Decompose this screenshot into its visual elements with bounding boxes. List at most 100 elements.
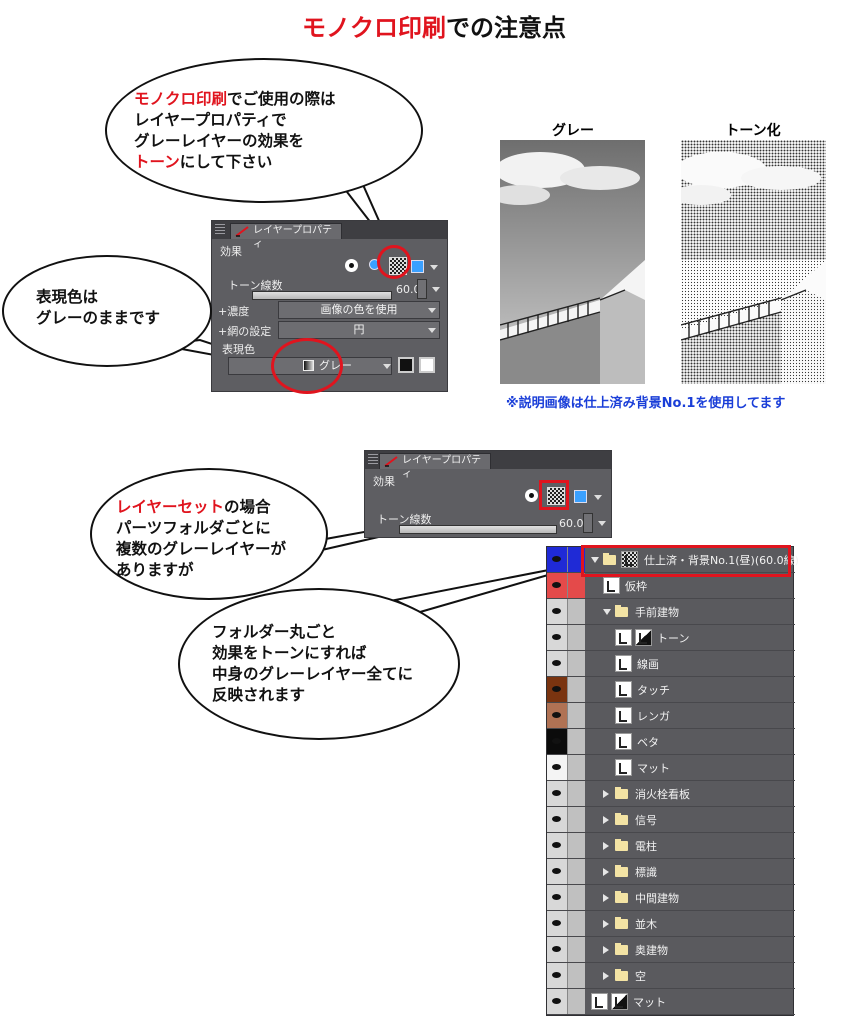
layer-color-cell[interactable]	[567, 703, 585, 728]
bubble4-line4: 反映されます	[212, 686, 306, 704]
effect-none-radio-2[interactable]	[525, 489, 538, 502]
layer-name: 奥建物	[635, 944, 668, 957]
tone-lines-dropdown-arrow-2[interactable]	[598, 521, 606, 526]
bubble1-line4: トーンにして下さい	[134, 153, 273, 171]
color-dropdown-arrow[interactable]	[383, 364, 391, 369]
layer-row[interactable]: 手前建物	[547, 599, 795, 625]
expand-right-icon[interactable]	[603, 946, 609, 954]
black-swatch[interactable]	[398, 357, 414, 373]
eye-icon[interactable]	[547, 547, 567, 572]
effect-none-radio[interactable]	[345, 259, 358, 272]
expand-right-icon[interactable]	[603, 868, 609, 876]
effect-dropdown-arrow-2[interactable]	[594, 495, 602, 500]
tone-lines-slider[interactable]	[252, 291, 392, 300]
layer-color-cell[interactable]	[567, 625, 585, 650]
expand-down-icon[interactable]	[591, 557, 599, 563]
layer-color-cell[interactable]	[567, 651, 585, 676]
layer-row[interactable]: マット	[547, 755, 795, 781]
eye-icon[interactable]	[547, 781, 567, 806]
panel2-tabbar: レイヤープロパティ	[365, 451, 611, 480]
tone-effect-button-2[interactable]	[547, 487, 565, 505]
expand-down-icon[interactable]	[603, 609, 611, 615]
highlight-tone-button-box	[539, 480, 569, 510]
layer-color-cell[interactable]	[567, 989, 585, 1014]
layer-name: マット	[637, 762, 670, 775]
layer-row[interactable]: 仮枠	[547, 573, 795, 599]
layer-color-cell[interactable]	[567, 807, 585, 832]
eye-icon[interactable]	[547, 625, 567, 650]
layer-row[interactable]: 電柱	[547, 833, 795, 859]
eye-icon[interactable]	[547, 755, 567, 780]
eye-icon[interactable]	[547, 703, 567, 728]
layer-row[interactable]: タッチ	[547, 677, 795, 703]
tab-layer-property-2[interactable]: レイヤープロパティ	[379, 453, 491, 480]
layer-color-cell[interactable]	[567, 937, 585, 962]
eye-icon[interactable]	[547, 937, 567, 962]
white-swatch[interactable]	[419, 357, 435, 373]
eye-icon[interactable]	[547, 651, 567, 676]
layer-color-cell[interactable]	[567, 859, 585, 884]
expand-right-icon[interactable]	[603, 816, 609, 824]
layer-row[interactable]: 標識	[547, 859, 795, 885]
density-select[interactable]: 画像の色を使用	[278, 301, 440, 319]
tone-lines-spinner-2[interactable]	[583, 513, 593, 533]
layer-row[interactable]: 線画	[547, 651, 795, 677]
layer-color-cell[interactable]	[567, 729, 585, 754]
eye-icon[interactable]	[547, 963, 567, 988]
bubble4-line3: 中身のグレーレイヤー全てに	[212, 665, 414, 683]
eye-icon[interactable]	[547, 573, 567, 598]
expand-right-icon[interactable]	[603, 790, 609, 798]
layer-row[interactable]: 奥建物	[547, 937, 795, 963]
layer-color-cell[interactable]	[567, 833, 585, 858]
expression-color-label: 表現色	[222, 343, 255, 356]
expand-right-icon[interactable]	[603, 894, 609, 902]
layer-color-cell[interactable]	[567, 755, 585, 780]
effect-label: 効果	[220, 245, 242, 258]
layer-row[interactable]: 仕上済・背景No.1(昼)(60.0線)	[547, 547, 799, 573]
layer-color-cell[interactable]	[567, 677, 585, 702]
layer-color-cell[interactable]	[567, 547, 585, 572]
bubble3-text: レイヤーセットの場合 パーツフォルダごとに 複数のグレーレイヤーが ありますが	[116, 497, 286, 581]
layer-color-cell[interactable]	[567, 599, 585, 624]
layer-color-cell[interactable]	[567, 911, 585, 936]
layer-row[interactable]: 並木	[547, 911, 795, 937]
panel-grip-icon[interactable]	[215, 224, 225, 235]
layer-row[interactable]: 空	[547, 963, 795, 989]
expand-right-icon[interactable]	[603, 920, 609, 928]
expand-right-icon[interactable]	[603, 972, 609, 980]
folder-icon	[615, 891, 628, 903]
eye-icon[interactable]	[547, 599, 567, 624]
layer-row[interactable]: 信号	[547, 807, 795, 833]
dot-shape-select[interactable]: 円	[278, 321, 440, 339]
eye-icon[interactable]	[547, 729, 567, 754]
panel2-grip-icon[interactable]	[368, 454, 378, 465]
tone-lines-dropdown-arrow[interactable]	[432, 287, 440, 292]
dot-dropdown-arrow[interactable]	[428, 328, 436, 333]
layer-row[interactable]: 消火栓看板	[547, 781, 795, 807]
layer-row[interactable]: マット	[547, 989, 795, 1015]
layer-color-cell[interactable]	[567, 963, 585, 988]
eye-icon[interactable]	[547, 885, 567, 910]
tone-lines-spinner[interactable]	[417, 279, 427, 299]
eye-icon[interactable]	[547, 833, 567, 858]
dot-setting-row: +網の設定	[218, 325, 272, 338]
layer-row[interactable]: トーン	[547, 625, 795, 651]
color-effect-button-2[interactable]	[574, 490, 587, 503]
eye-icon[interactable]	[547, 989, 567, 1014]
eye-icon[interactable]	[547, 859, 567, 884]
layer-row[interactable]: 中間建物	[547, 885, 795, 911]
layer-row[interactable]: ベタ	[547, 729, 795, 755]
density-dropdown-arrow[interactable]	[428, 308, 436, 313]
layer-color-cell[interactable]	[567, 885, 585, 910]
effect-dropdown-arrow[interactable]	[430, 265, 438, 270]
layer-color-cell[interactable]	[567, 573, 585, 598]
expand-right-icon[interactable]	[603, 842, 609, 850]
eye-icon[interactable]	[547, 911, 567, 936]
eye-icon[interactable]	[547, 807, 567, 832]
color-effect-button[interactable]	[411, 260, 424, 273]
layer-row[interactable]: レンガ	[547, 703, 795, 729]
layer-color-cell[interactable]	[567, 781, 585, 806]
tone-lines-slider-2[interactable]	[399, 525, 557, 534]
eye-icon[interactable]	[547, 677, 567, 702]
tab-layer-property[interactable]: レイヤープロパティ	[230, 223, 342, 250]
